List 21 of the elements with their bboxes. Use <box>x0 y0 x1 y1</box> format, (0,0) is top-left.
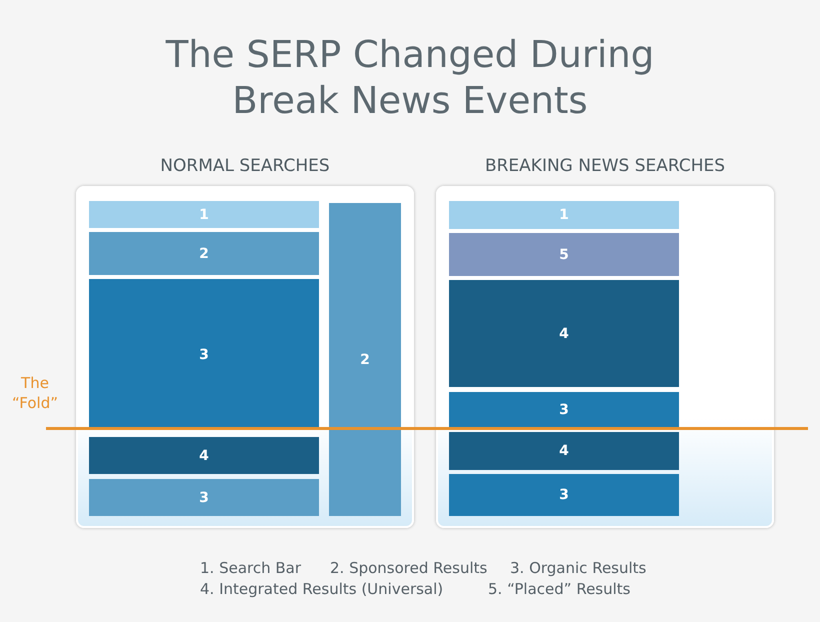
result-block: 1 <box>449 201 679 229</box>
result-block: 4 <box>89 437 319 474</box>
result-block: 3 <box>89 479 319 516</box>
legend-text: 5. “Placed” Results <box>488 580 630 598</box>
result-block: 4 <box>449 432 679 470</box>
title: The SERP Changed During Break News Events <box>164 32 656 124</box>
result-block: 4 <box>449 280 679 387</box>
result-block: 3 <box>449 392 679 427</box>
result-block: 3 <box>89 279 319 430</box>
legend-text: 2. Sponsored Results <box>330 559 488 577</box>
result-block: 1 <box>89 201 319 228</box>
result-block: 3 <box>449 474 679 516</box>
panel-heading: BREAKING NEWS SEARCHES <box>484 156 726 176</box>
panel-heading: NORMAL SEARCHES <box>159 156 331 176</box>
legend-text: 1. Search Bar <box>200 559 302 577</box>
legend-text: 3. Organic Results <box>510 559 646 577</box>
result-block: 2 <box>329 203 401 516</box>
legend-text: 4. Integrated Results (Universal) <box>200 580 444 598</box>
result-block: 2 <box>89 232 319 275</box>
fold-label: The “Fold” <box>10 373 60 413</box>
result-block: 5 <box>449 233 679 276</box>
